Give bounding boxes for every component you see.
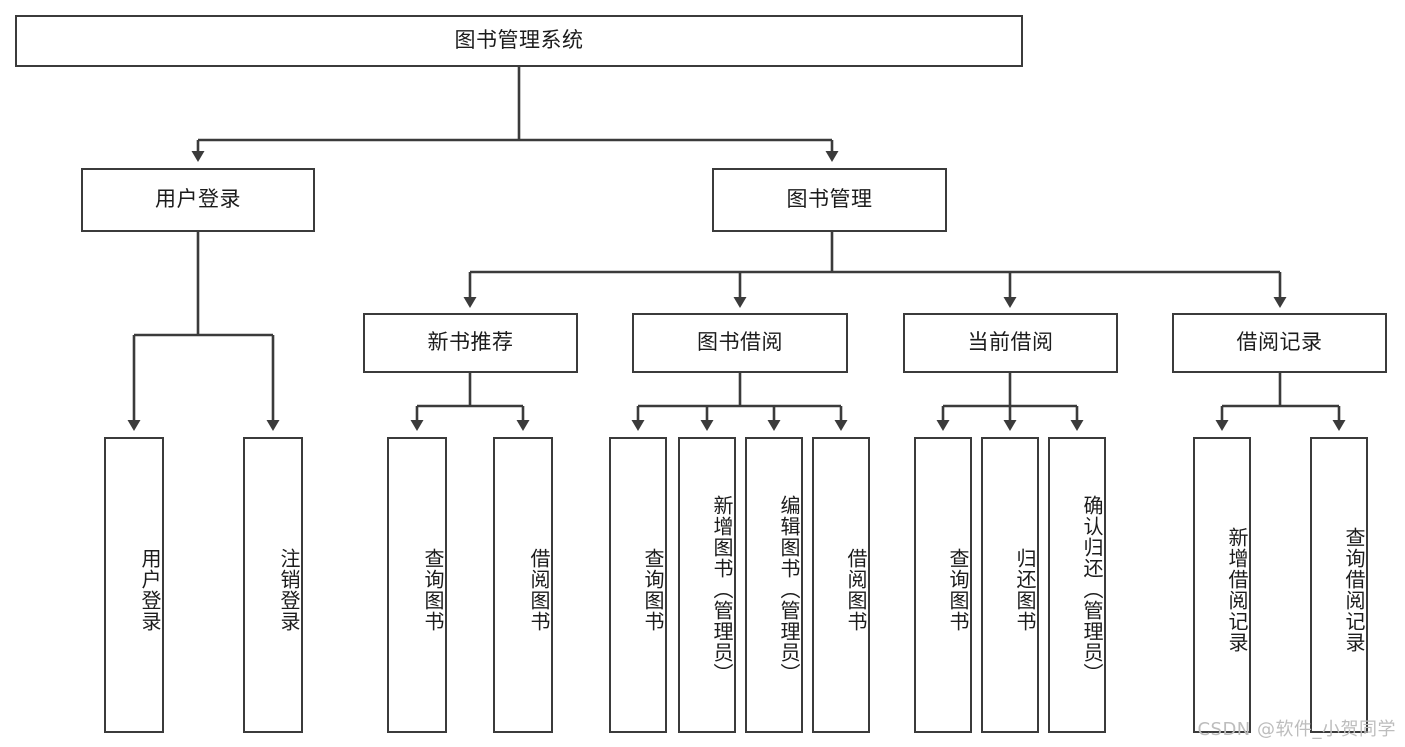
node-label: 借阅记录 [1236, 330, 1323, 355]
node-book-borrow[interactable]: 图书借阅 [632, 313, 848, 373]
node-label: 图书管理系统 [454, 28, 584, 53]
node-book-management[interactable]: 图书管理 [712, 168, 947, 232]
node-current-borrow[interactable]: 当前借阅 [903, 313, 1118, 373]
leaf-borrow-record-add-record[interactable]: 新增借阅记录 [1193, 437, 1251, 733]
node-label: 查询图书 [946, 547, 970, 632]
leaf-borrow-record-query-record[interactable]: 查询借阅记录 [1310, 437, 1368, 733]
leaf-user-login-logout[interactable]: 注销登录 [243, 437, 303, 733]
leaf-book-borrow-add-book-admin[interactable]: 新增图书（管理员） [678, 437, 736, 733]
leaf-book-borrow-query-book[interactable]: 查询图书 [609, 437, 667, 733]
node-label: 新增借阅记录 [1225, 526, 1249, 653]
node-label: 用户登录 [155, 187, 241, 212]
node-label: 新增图书（管理员） [710, 495, 734, 684]
node-label: 注销登录 [277, 547, 301, 632]
node-label: 借阅图书 [527, 547, 551, 632]
node-label: 新书推荐 [427, 330, 514, 355]
leaf-current-borrow-return-book[interactable]: 归还图书 [981, 437, 1039, 733]
node-root-book-management-system[interactable]: 图书管理系统 [15, 15, 1023, 67]
node-user-login[interactable]: 用户登录 [81, 168, 315, 232]
leaf-book-borrow-edit-book-admin[interactable]: 编辑图书（管理员） [745, 437, 803, 733]
node-label: 用户登录 [138, 547, 162, 632]
csdn-watermark: CSDN @软件_小贺同学 [1197, 719, 1396, 740]
leaf-new-book-borrow-book[interactable]: 借阅图书 [493, 437, 553, 733]
node-label: 确认归还（管理员） [1080, 495, 1104, 684]
leaf-current-borrow-query-book[interactable]: 查询图书 [914, 437, 972, 733]
node-label: 借阅图书 [844, 547, 868, 632]
leaf-new-book-query-book[interactable]: 查询图书 [387, 437, 447, 733]
node-label: 编辑图书（管理员） [777, 495, 801, 684]
node-label: 归还图书 [1013, 547, 1037, 632]
node-label: 查询借阅记录 [1342, 526, 1366, 653]
node-label: 查询图书 [641, 547, 665, 632]
node-label: 图书管理 [786, 187, 873, 212]
node-label: 当前借阅 [967, 330, 1054, 355]
leaf-user-login-login[interactable]: 用户登录 [104, 437, 164, 733]
node-new-book-recommendation[interactable]: 新书推荐 [363, 313, 578, 373]
node-borrow-record[interactable]: 借阅记录 [1172, 313, 1387, 373]
leaf-current-borrow-confirm-return-admin[interactable]: 确认归还（管理员） [1048, 437, 1106, 733]
node-label: 查询图书 [421, 547, 445, 632]
leaf-book-borrow-borrow-book[interactable]: 借阅图书 [812, 437, 870, 733]
node-label: 图书借阅 [697, 330, 783, 355]
